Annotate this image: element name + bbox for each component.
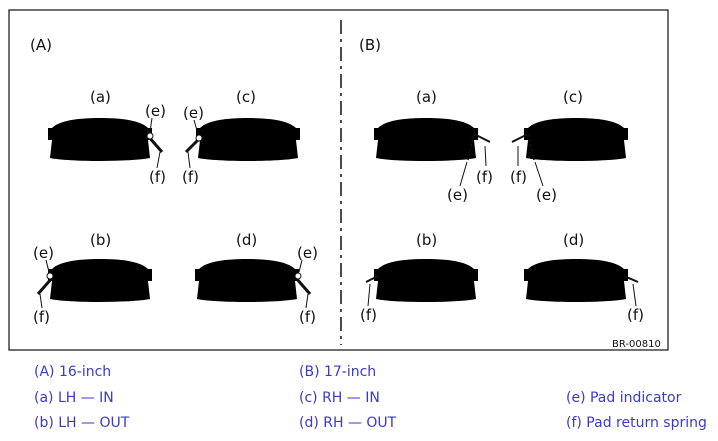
- callout-f: (f): [299, 308, 316, 326]
- pad-indicator: [294, 272, 302, 280]
- pad-return-spring: [294, 277, 312, 295]
- callout-f: (f): [182, 168, 199, 186]
- callout-e: (e): [297, 244, 318, 262]
- pad-label-c: (c): [563, 88, 583, 106]
- pad-c-rh-in: [196, 118, 300, 161]
- figure-code: BR-00810: [612, 339, 661, 350]
- callout-e: (e): [536, 186, 557, 204]
- pad-label-d: (d): [236, 231, 257, 249]
- callout-f: (f): [476, 168, 493, 186]
- pad-return-spring: [365, 275, 379, 283]
- legend-rh-out: (d) RH — OUT: [299, 415, 397, 431]
- legend-pad-return-spring: (f) Pad return spring: [566, 415, 707, 431]
- panel-b-label: (B): [359, 36, 381, 54]
- legend-lh-in: (a) LH — IN: [34, 390, 114, 406]
- pad-label-b: (b): [90, 231, 111, 249]
- pad-indicator: [146, 132, 154, 140]
- legend-16-inch: (A) 16-inch: [34, 364, 112, 380]
- pad-return-spring: [473, 133, 491, 143]
- pad-indicator: [195, 134, 203, 142]
- diagram-frame: [8, 9, 669, 351]
- pad-d-rh-out: [524, 259, 628, 302]
- pad-indicator: [467, 133, 475, 161]
- pad-c-rh-in: [524, 118, 628, 161]
- legend-rh-in: (c) RH — IN: [299, 390, 380, 406]
- pad-b-lh-out: [48, 259, 152, 302]
- pad-label-a: (a): [90, 88, 111, 106]
- legend-pad-indicator: (e) Pad indicator: [566, 390, 682, 406]
- callout-f: (f): [510, 168, 527, 186]
- legend-17-inch: (B) 17-inch: [299, 364, 377, 380]
- legend-lh-out: (b) LH — OUT: [34, 415, 130, 431]
- pad-label-c: (c): [236, 88, 256, 106]
- pad-indicator: [46, 272, 54, 280]
- callout-f: (f): [627, 306, 644, 324]
- callout-e: (e): [33, 244, 54, 262]
- brake-pad-diagram: (A) (B) (a) (e) (f) (c) (e) (f) (b) (e) …: [8, 9, 669, 351]
- pad-return-spring: [36, 277, 54, 295]
- callout-e: (e): [183, 104, 204, 122]
- callout-f: (f): [33, 308, 50, 326]
- callout-e: (e): [145, 102, 166, 120]
- pad-a-lh-in: [48, 118, 152, 161]
- pad-indicator: [527, 133, 535, 161]
- pad-d-rh-out: [195, 259, 299, 302]
- pad-label-d: (d): [563, 231, 584, 249]
- pad-label-b: (b): [416, 231, 437, 249]
- callout-f: (f): [360, 306, 377, 324]
- pad-return-spring: [623, 275, 639, 283]
- callout-f: (f): [149, 168, 166, 186]
- panel-a-label: (A): [30, 36, 52, 54]
- pad-return-spring: [511, 133, 529, 143]
- pad-b-lh-out: [374, 259, 478, 302]
- pad-a-lh-in: [374, 118, 478, 161]
- callout-e: (e): [447, 186, 468, 204]
- pad-label-a: (a): [416, 88, 437, 106]
